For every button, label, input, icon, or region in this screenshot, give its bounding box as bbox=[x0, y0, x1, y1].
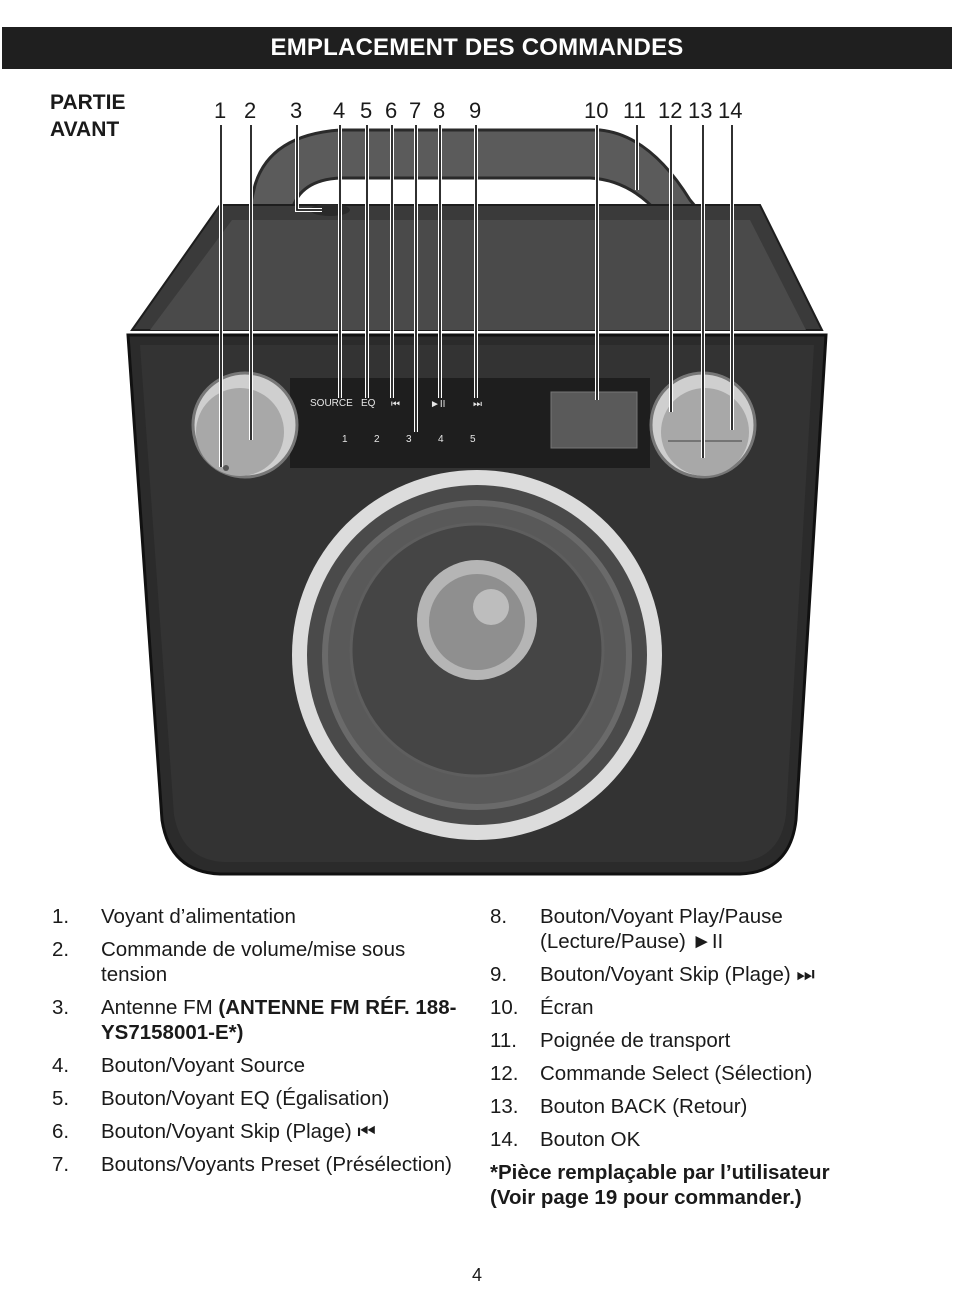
list-item: 5. Bouton/Voyant EQ (Égalisation) bbox=[52, 1086, 462, 1111]
page-header: EMPLACEMENT DES COMMANDES bbox=[2, 27, 952, 69]
skip-back-icon[interactable]: ⏮ bbox=[391, 399, 400, 410]
callout-numbers: 1 2 3 4 5 6 7 8 9 10 11 12 13 14 bbox=[214, 98, 742, 123]
item-number: 3. bbox=[52, 996, 70, 1019]
item-number: 1. bbox=[52, 905, 70, 928]
item-text: Antenne FM bbox=[101, 996, 219, 1019]
callout-number: 14 bbox=[718, 98, 742, 123]
parts-list-left: 1. Voyant d’alimentation 2. Commande de … bbox=[52, 904, 462, 1185]
callout-number: 10 bbox=[584, 98, 608, 123]
callout-number: 1 bbox=[214, 98, 226, 123]
section-label: PARTIE AVANT bbox=[50, 89, 125, 143]
preset-button[interactable]: 4 bbox=[438, 434, 444, 445]
skip-forward-icon[interactable]: ⏭ bbox=[473, 399, 482, 410]
item-text: Bouton/Voyant Skip (Plage) ⏭ bbox=[540, 963, 815, 986]
item-number: 7. bbox=[52, 1153, 70, 1176]
item-number: 2. bbox=[52, 938, 70, 961]
play-pause-icon[interactable]: ►II bbox=[430, 399, 445, 410]
callout-number: 8 bbox=[433, 98, 445, 123]
woofer bbox=[292, 470, 662, 840]
list-item: 12. Commande Select (Sélection) bbox=[490, 1061, 910, 1086]
list-item: 13. Bouton BACK (Retour) bbox=[490, 1094, 910, 1119]
item-text: Commande de volume/mise sous tension bbox=[101, 938, 406, 986]
list-item: 1. Voyant d’alimentation bbox=[52, 904, 462, 929]
item-number: 9. bbox=[490, 963, 508, 986]
preset-buttons: 1 2 3 4 5 bbox=[342, 434, 476, 445]
callout-number: 5 bbox=[360, 98, 372, 123]
item-number: 5. bbox=[52, 1087, 70, 1110]
item-number: 14. bbox=[490, 1128, 519, 1151]
item-number: 11. bbox=[490, 1029, 517, 1052]
item-text: Voyant d’alimentation bbox=[101, 905, 296, 928]
item-text: Poignée de transport bbox=[540, 1029, 731, 1052]
item-number: 6. bbox=[52, 1120, 70, 1143]
item-number: 13. bbox=[490, 1095, 519, 1118]
callout-number: 11 bbox=[623, 98, 646, 123]
item-text: Commande Select (Sélection) bbox=[540, 1062, 813, 1085]
item-text: Bouton OK bbox=[540, 1128, 641, 1151]
item-text-wrapper: Antenne FM (ANTENNE FM RÉF. 188-YS715800… bbox=[101, 995, 462, 1045]
source-label: SOURCE bbox=[310, 398, 353, 409]
preset-button[interactable]: 5 bbox=[470, 434, 476, 445]
list-item: 7. Boutons/Voyants Preset (Présélection) bbox=[52, 1152, 462, 1177]
list-item: 4. Bouton/Voyant Source bbox=[52, 1053, 462, 1078]
callout-number: 6 bbox=[385, 98, 397, 123]
item-text-bold: (ANTENNE FM RÉF. 188-YS7158001-E*) bbox=[101, 996, 457, 1044]
item-text: Bouton/Voyant Skip (Plage) ⏮ bbox=[101, 1120, 376, 1143]
callout-number: 7 bbox=[409, 98, 421, 123]
section-label-line2: AVANT bbox=[50, 118, 120, 141]
note-line2: (Voir page 19 pour commander.) bbox=[490, 1186, 802, 1209]
item-text: Écran bbox=[540, 996, 594, 1019]
item-text: Bouton/Voyant Source bbox=[101, 1054, 306, 1077]
list-item: 10. Écran bbox=[490, 995, 910, 1020]
replacement-note: *Pièce remplaçable par l’utilisateur (Vo… bbox=[490, 1160, 910, 1210]
item-text: Bouton BACK (Retour) bbox=[540, 1095, 748, 1118]
list-item: 14. Bouton OK bbox=[490, 1127, 910, 1152]
list-item: 8. Bouton/Voyant Play/Pause (Lecture/Pau… bbox=[490, 904, 910, 954]
item-number: 10. bbox=[490, 996, 519, 1019]
display-screen bbox=[550, 391, 638, 449]
item-number: 4. bbox=[52, 1054, 70, 1077]
speaker-diagram: SOURCE EQ ⏮ ►II ⏭ 1 2 3 4 5 1 2 3 4 5 6 … bbox=[126, 98, 828, 876]
page-number: 4 bbox=[471, 1265, 482, 1285]
callout-number: 13 bbox=[688, 98, 712, 123]
note-line1: *Pièce remplaçable par l’utilisateur bbox=[490, 1161, 830, 1184]
preset-button[interactable]: 1 bbox=[342, 434, 348, 445]
preset-button[interactable]: 2 bbox=[374, 434, 380, 445]
item-text: Bouton/Voyant EQ (Égalisation) bbox=[101, 1087, 390, 1110]
item-text: Boutons/Voyants Preset (Présélection) bbox=[101, 1153, 452, 1176]
list-item: 6. Bouton/Voyant Skip (Plage) ⏮ bbox=[52, 1119, 462, 1144]
preset-button[interactable]: 3 bbox=[406, 434, 412, 445]
list-item: 11. Poignée de transport bbox=[490, 1028, 910, 1053]
callout-number: 3 bbox=[290, 98, 302, 123]
callout-number: 9 bbox=[469, 98, 481, 123]
list-item: 2. Commande de volume/mise sous tension bbox=[52, 937, 462, 987]
list-item: 9. Bouton/Voyant Skip (Plage) ⏭ bbox=[490, 962, 910, 987]
section-label-line1: PARTIE bbox=[50, 91, 126, 114]
item-number: 8. bbox=[490, 905, 508, 928]
callout-number: 12 bbox=[658, 98, 682, 123]
power-indicator bbox=[223, 465, 229, 471]
parts-list-right: 8. Bouton/Voyant Play/Pause (Lecture/Pau… bbox=[490, 904, 910, 1210]
item-number: 12. bbox=[490, 1062, 519, 1085]
callout-number: 2 bbox=[244, 98, 256, 123]
leader-lines-core bbox=[220, 125, 733, 467]
eq-label: EQ bbox=[361, 398, 376, 409]
list-item: 3. Antenne FM (ANTENNE FM RÉF. 188-YS715… bbox=[52, 995, 462, 1045]
header-title: EMPLACEMENT DES COMMANDES bbox=[270, 34, 684, 61]
item-text: Bouton/Voyant Play/Pause (Lecture/Pause)… bbox=[540, 905, 783, 953]
callout-number: 4 bbox=[333, 98, 345, 123]
